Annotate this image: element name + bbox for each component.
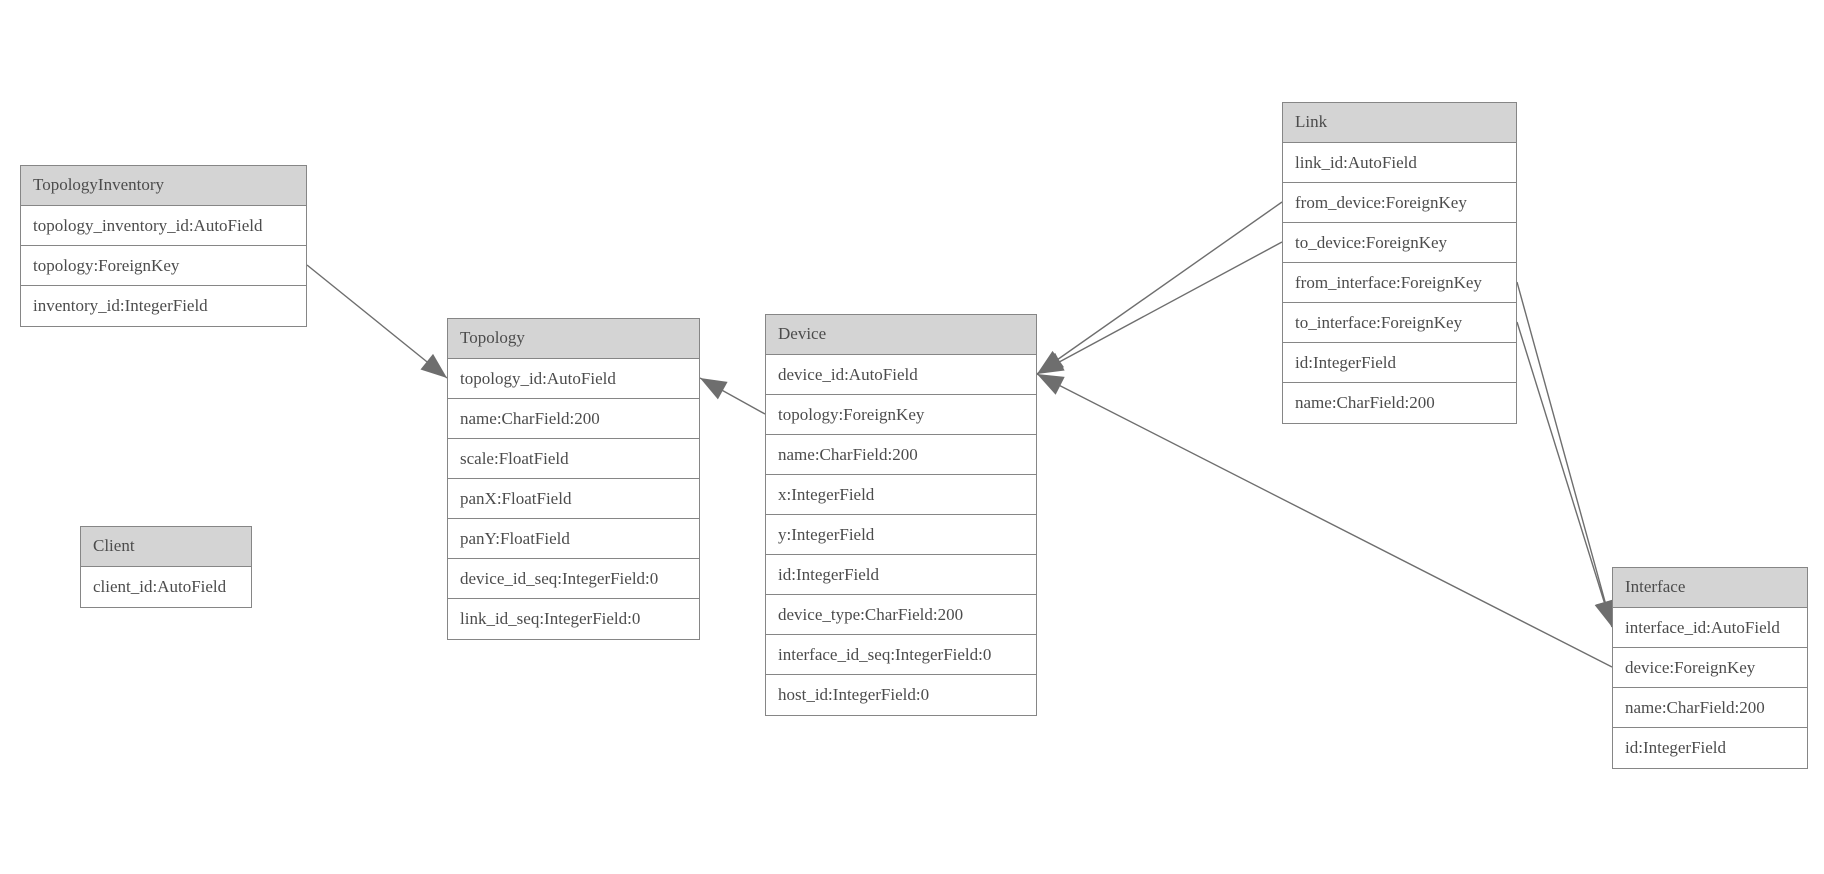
relation-line-link-from_interface [1516, 281, 1613, 628]
entity-field-row-topology_id: topology_id:AutoField [448, 359, 699, 399]
entity-field-row-name: name:CharField:200 [766, 435, 1036, 475]
entity-field-row-to_interface: to_interface:ForeignKey [1283, 303, 1516, 343]
entity-field-row-scale: scale:FloatField [448, 439, 699, 479]
entity-field-row-device: device:ForeignKey [1613, 648, 1807, 688]
relation-arrowhead [1037, 374, 1065, 395]
entity-field-row-from_interface: from_interface:ForeignKey [1283, 263, 1516, 303]
entity-title-interface: Interface [1613, 568, 1807, 608]
relation-line-interface-device [1036, 373, 1613, 668]
entity-field-row-panY: panY:FloatField [448, 519, 699, 559]
entity-field-row-host_id: host_id:IntegerField:0 [766, 675, 1036, 715]
entity-field-row-name: name:CharField:200 [1613, 688, 1807, 728]
entity-field-row-id: id:IntegerField [1613, 728, 1807, 768]
relation-line-link-to_device [1036, 241, 1283, 375]
entity-field-row-from_device: from_device:ForeignKey [1283, 183, 1516, 223]
entity-field-row-interface_id_seq: interface_id_seq:IntegerField:0 [766, 635, 1036, 675]
relation-arrowhead [700, 378, 728, 400]
entity-field-row-name: name:CharField:200 [1283, 383, 1516, 423]
entity-field-row-device_type: device_type:CharField:200 [766, 595, 1036, 635]
entity-field-row-y: y:IntegerField [766, 515, 1036, 555]
entity-field-row-link_id: link_id:AutoField [1283, 143, 1516, 183]
entity-title-topologyinventory: TopologyInventory [21, 166, 306, 206]
entity-field-row-id: id:IntegerField [1283, 343, 1516, 383]
entity-title-topology: Topology [448, 319, 699, 359]
entity-field-row-link_id_seq: link_id_seq:IntegerField:0 [448, 599, 699, 639]
entity-field-row-topology: topology:ForeignKey [21, 246, 306, 286]
entity-field-row-interface_id: interface_id:AutoField [1613, 608, 1807, 648]
entity-field-row-device_id_seq: device_id_seq:IntegerField:0 [448, 559, 699, 599]
entity-field-row-panX: panX:FloatField [448, 479, 699, 519]
entity-field-row-name: name:CharField:200 [448, 399, 699, 439]
entity-field-row-x: x:IntegerField [766, 475, 1036, 515]
entity-title-link: Link [1283, 103, 1516, 143]
entity-field-row-id: id:IntegerField [766, 555, 1036, 595]
entity-title-client: Client [81, 527, 251, 567]
relation-arrowhead [1037, 352, 1065, 374]
relation-arrowhead [1594, 599, 1614, 627]
relation-line-topologyinventory-topology [306, 264, 448, 379]
relation-line-link-from_device [1036, 201, 1283, 375]
entity-title-device: Device [766, 315, 1036, 355]
relation-line-link-to_interface [1516, 321, 1613, 628]
relation-arrowhead [420, 353, 447, 378]
entity-field-row-client_id: client_id:AutoField [81, 567, 251, 607]
entity-field-row-to_device: to_device:ForeignKey [1283, 223, 1516, 263]
entity-field-row-topology_inventory_id: topology_inventory_id:AutoField [21, 206, 306, 246]
entity-field-row-inventory_id: inventory_id:IntegerField [21, 286, 306, 326]
entity-field-row-topology: topology:ForeignKey [766, 395, 1036, 435]
entity-field-row-device_id: device_id:AutoField [766, 355, 1036, 395]
